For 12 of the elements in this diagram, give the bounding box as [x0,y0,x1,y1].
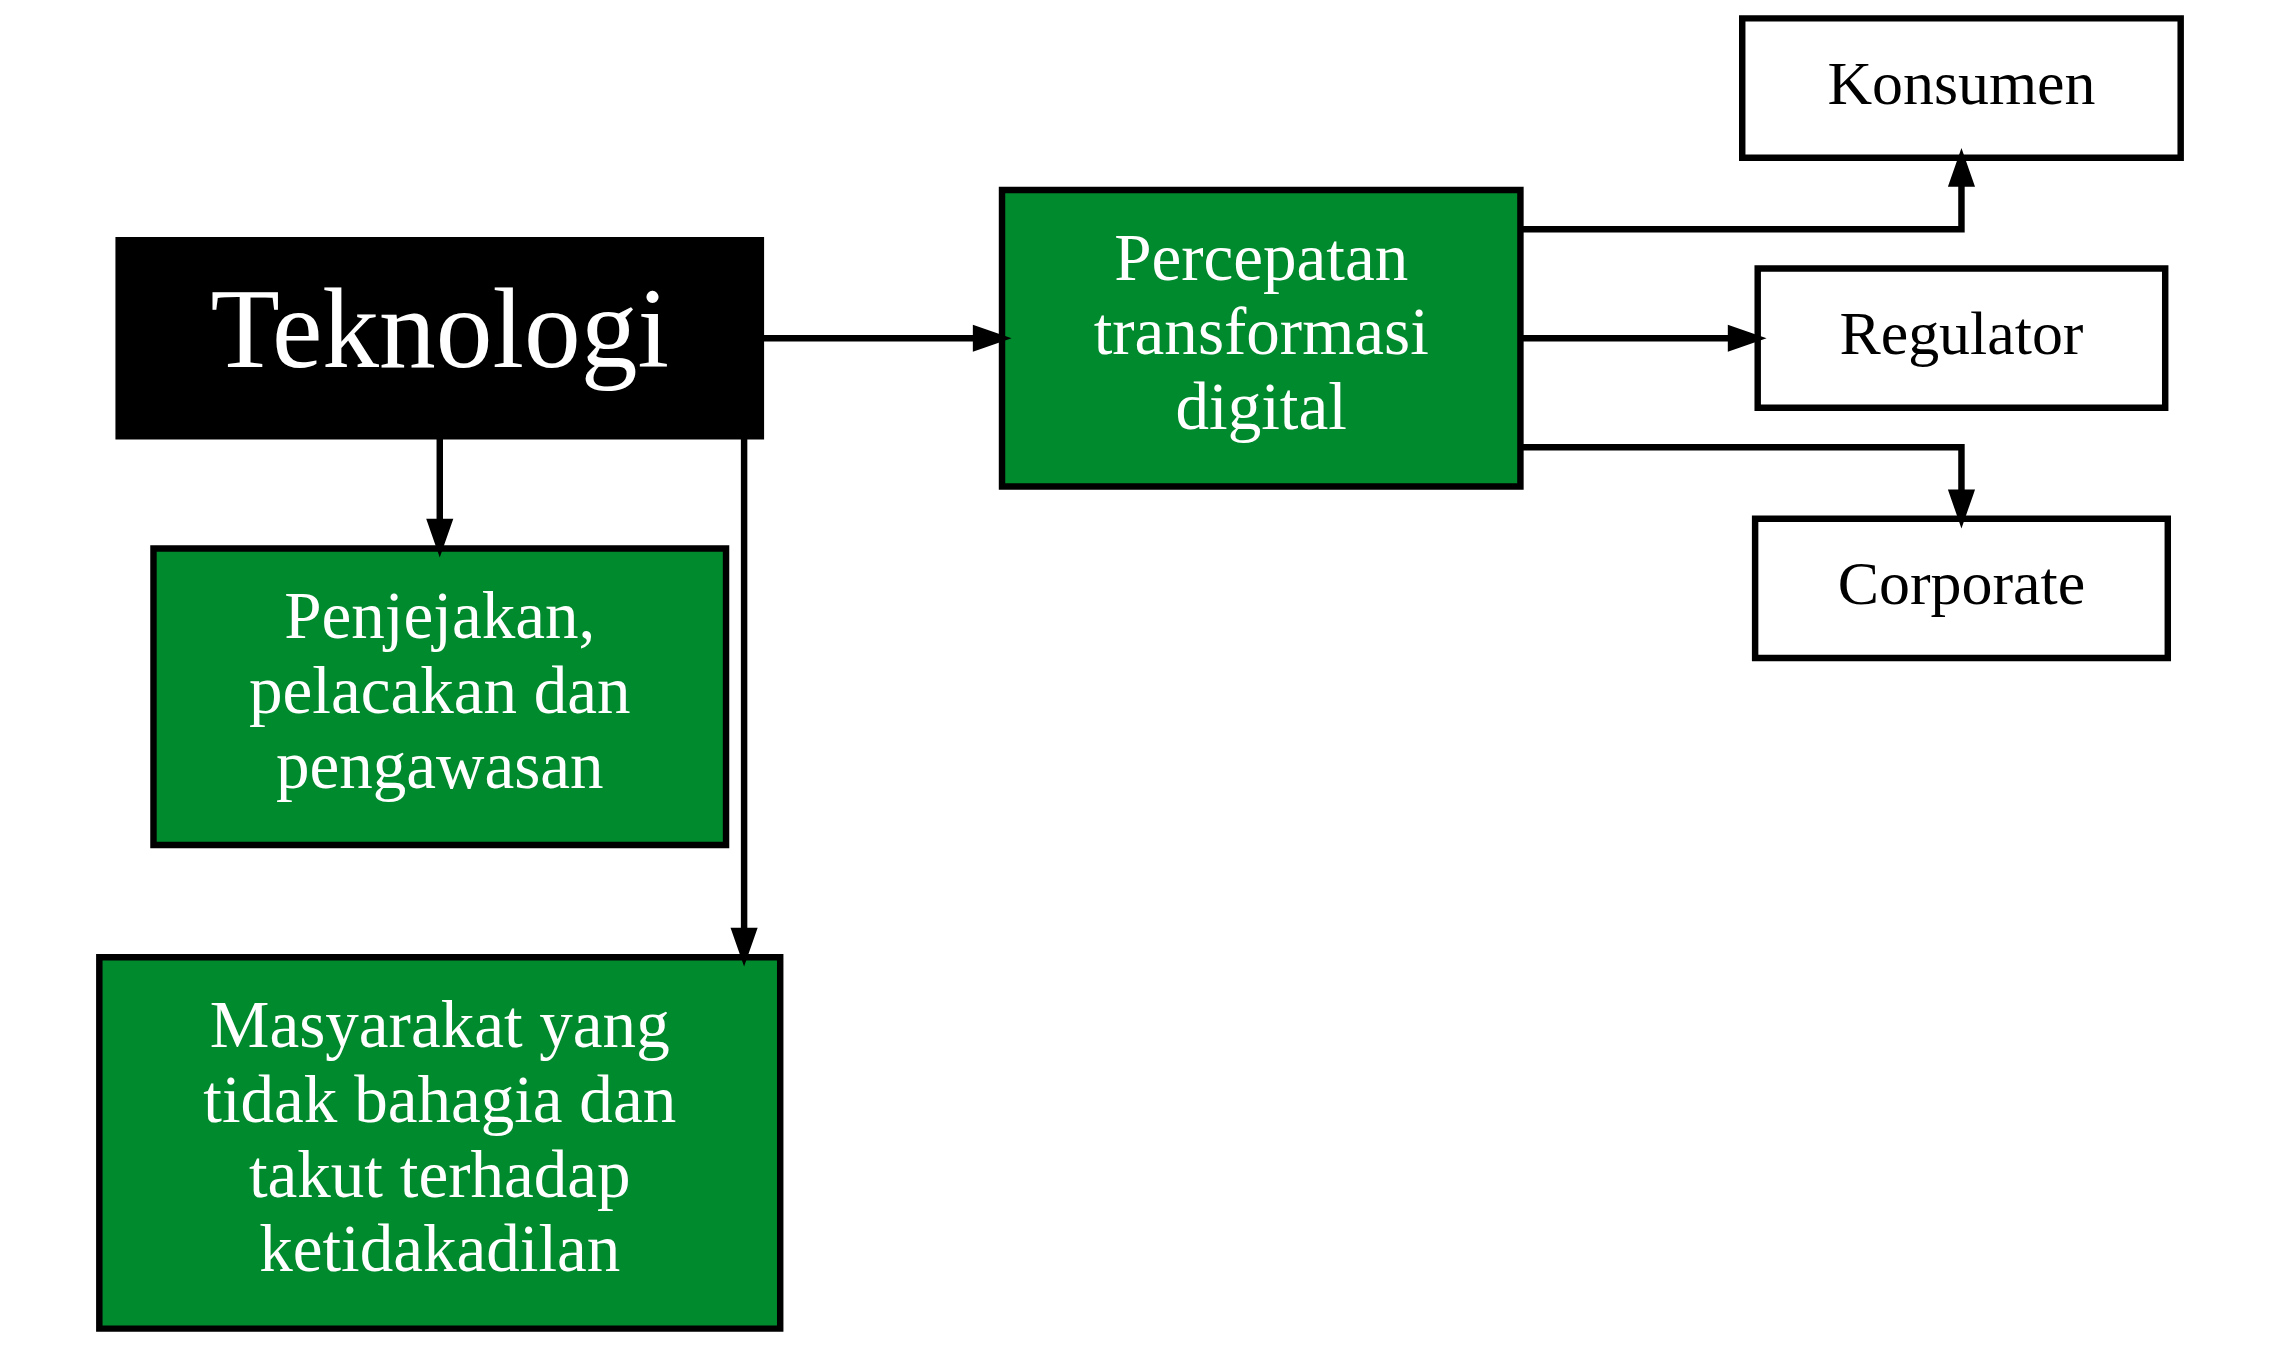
node-box: Regulator [1754,265,2169,412]
node-box: Percepatan transformasi digital [998,186,1524,490]
arrow [730,436,758,967]
node-box: Konsumen [1739,15,2184,161]
arrow [1520,148,1976,233]
node-box: Penjejakan, pelacakan dan pengawasan [150,545,730,849]
arrow [1520,443,1976,529]
arrow [426,437,454,558]
node-box: Masyarakat yang tidak bahagia dan takut terhadap ketidakadilan [96,954,784,1332]
node-box: Corporate [1751,515,2171,662]
node-box: Teknologi [115,236,765,440]
arrow [1520,324,1767,352]
